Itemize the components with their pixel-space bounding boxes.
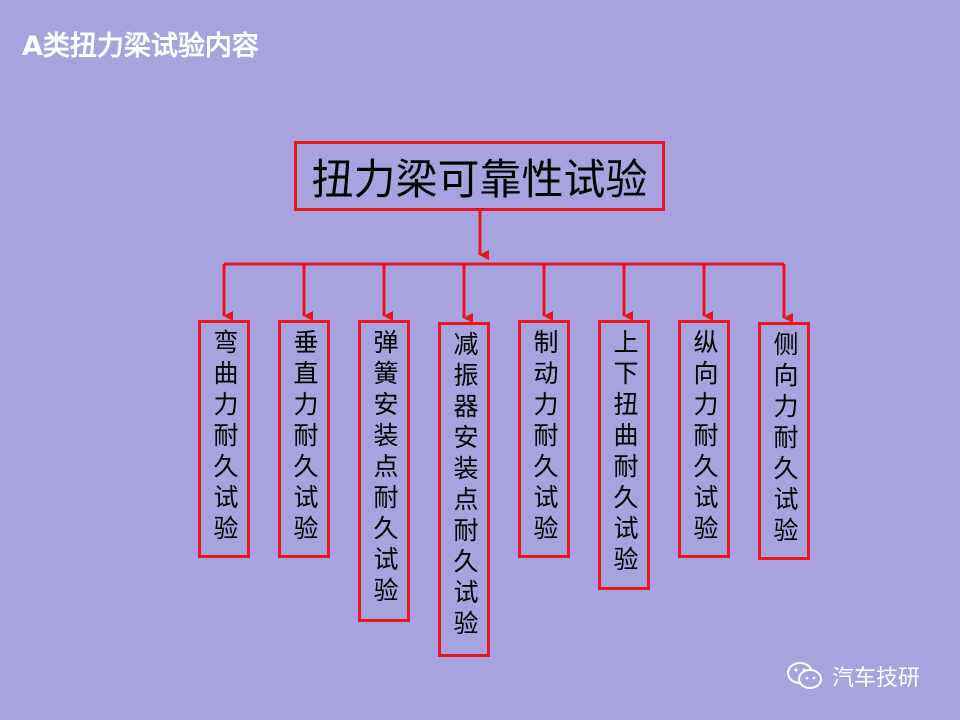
wechat-icon: [787, 662, 822, 689]
child-label: 弯曲力耐久试验: [210, 329, 239, 546]
root-node: 扭力梁可靠性试验: [294, 141, 665, 211]
child-longitudinal-durability: 纵向力耐久试验: [678, 320, 730, 558]
child-label: 侧向力耐久试验: [770, 331, 799, 548]
child-spring-mount-durability: 弹簧安装点耐久试验: [358, 320, 410, 622]
child-label: 上下扭曲耐久试验: [610, 329, 639, 577]
child-damper-mount-durability: 减振器安装点耐久试验: [438, 322, 490, 657]
child-label: 减振器安装点耐久试验: [450, 331, 479, 641]
child-twist-durability: 上下扭曲耐久试验: [598, 320, 650, 590]
child-label: 弹簧安装点耐久试验: [370, 329, 399, 608]
watermark: 汽车技研: [786, 660, 920, 692]
child-vertical-durability: 垂直力耐久试验: [278, 320, 330, 558]
watermark-text: 汽车技研: [832, 666, 921, 691]
child-label: 垂直力耐久试验: [290, 329, 319, 546]
child-label: 制动力耐久试验: [530, 329, 559, 546]
slide-title: A类扭力梁试验内容: [22, 31, 259, 62]
child-bending-durability: 弯曲力耐久试验: [198, 320, 250, 558]
child-label: 纵向力耐久试验: [690, 329, 719, 546]
child-lateral-durability: 侧向力耐久试验: [758, 322, 810, 560]
child-braking-durability: 制动力耐久试验: [518, 320, 570, 558]
